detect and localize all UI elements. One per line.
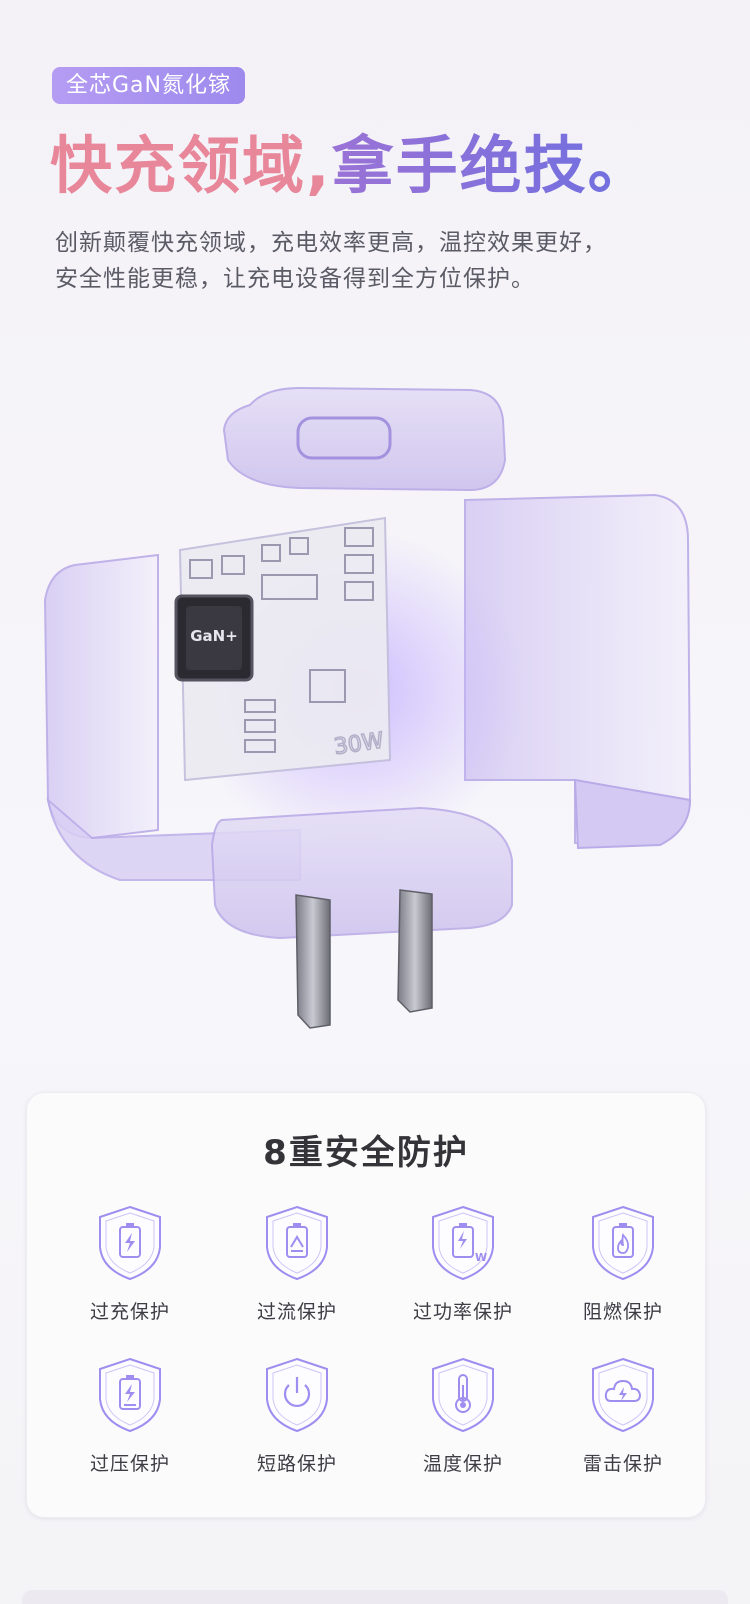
plug-pins bbox=[295, 889, 433, 1029]
power-icon bbox=[266, 1357, 328, 1433]
bottom-base bbox=[210, 806, 513, 940]
protection-item-label: 过流保护 bbox=[256, 1301, 337, 1323]
circuit-board: GaN+ 30W bbox=[174, 516, 392, 782]
battery-level-bolt-icon bbox=[99, 1357, 161, 1433]
right-shell bbox=[464, 493, 692, 850]
protection-item: 过充保护 bbox=[60, 1203, 200, 1324]
protection-item: 雷击保护 bbox=[553, 1355, 693, 1476]
svg-text:W: W bbox=[475, 1251, 487, 1264]
protection-item: W 过功率保护 bbox=[393, 1203, 533, 1324]
headline: 快充领域,拿手绝技。 bbox=[50, 126, 652, 206]
battery-bolt-icon bbox=[99, 1205, 161, 1281]
charger-exploded-illustration: GaN+ 30W bbox=[43, 386, 692, 1029]
protection-item: 温度保护 bbox=[393, 1355, 533, 1476]
protection-grid: 过充保护 过流保护 W 过功率保护 阻燃保护过压保护 短路保护 温度保护 雷击保护 bbox=[27, 1093, 705, 1517]
headline-part-1: 快充领域, bbox=[50, 129, 332, 202]
bottom-strip bbox=[22, 1590, 728, 1604]
cloud-bolt-icon bbox=[592, 1357, 654, 1433]
battery-up-icon bbox=[266, 1205, 328, 1281]
description: 创新颠覆快充领域，充电效率更高，温控效果更好， 安全性能更稳，让充电设备得到全方… bbox=[55, 225, 695, 297]
protection-title: 8重安全防护 bbox=[263, 1133, 469, 1173]
chip-label: GaN+ bbox=[190, 627, 238, 645]
protection-item: 过流保护 bbox=[227, 1203, 367, 1324]
description-line-2: 安全性能更稳，让充电设备得到全方位保护。 bbox=[55, 266, 535, 292]
protection-item-label: 阻燃保护 bbox=[582, 1301, 663, 1323]
headline-part-2: 拿手绝技。 bbox=[331, 129, 652, 202]
protection-item-label: 过压保护 bbox=[89, 1453, 170, 1475]
protection-item-label: 过功率保护 bbox=[412, 1301, 513, 1323]
thermometer-icon bbox=[432, 1357, 494, 1433]
protection-item: 短路保护 bbox=[227, 1355, 367, 1476]
battery-watt-icon: W bbox=[432, 1205, 494, 1281]
gan-badge: 全芯GaN氮化镓 bbox=[52, 67, 245, 104]
protection-item-label: 雷击保护 bbox=[582, 1453, 663, 1475]
protection-item: 过压保护 bbox=[60, 1355, 200, 1476]
protection-item: 阻燃保护 bbox=[553, 1203, 693, 1324]
description-line-1: 创新颠覆快充领域，充电效率更高，温控效果更好， bbox=[55, 230, 607, 256]
protection-card: 8重安全防护 过充保护 过流保护 W 过功率保护 阻燃保护过压保护 短路保护 温度保护 雷击保… bbox=[26, 1092, 706, 1518]
top-cap bbox=[222, 386, 507, 492]
protection-item-label: 过充保护 bbox=[89, 1301, 170, 1323]
gan-chip: GaN+ bbox=[174, 594, 254, 682]
protection-item-label: 短路保护 bbox=[256, 1453, 337, 1475]
protection-item-label: 温度保护 bbox=[422, 1453, 503, 1475]
battery-flame-icon bbox=[592, 1205, 654, 1281]
